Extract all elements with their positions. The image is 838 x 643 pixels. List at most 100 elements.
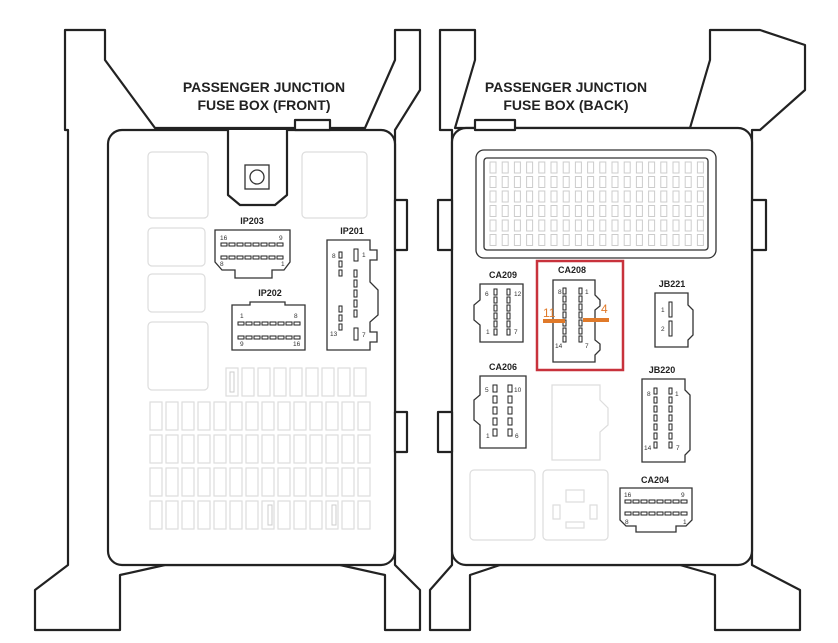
fuse-slot [321,367,335,397]
fuse-slot [181,401,195,431]
pin-label: 16 [624,492,632,499]
vent-slot [672,190,680,203]
pin-label: 9 [240,341,244,348]
vent-slot [660,176,668,188]
pin [269,335,277,340]
pin [276,242,284,247]
pin [507,395,513,404]
vent-slot [562,219,570,232]
vent-slot [648,161,656,174]
fuse-slot [197,401,211,431]
vent-slot [550,205,558,217]
connector-ca209[interactable]: CA209 6 12 1 7 [473,270,524,343]
pin-label: 6 [485,291,489,298]
vent-slot [513,176,521,188]
pin [353,309,358,318]
pin-label: 7 [676,445,680,452]
fuse-slot [309,434,323,464]
pin [578,319,583,327]
pin [672,511,680,516]
pin [237,321,245,326]
pin [562,311,567,319]
vent-slot [660,161,668,174]
fuse-pin [331,504,337,526]
vent-slot [635,234,643,246]
fuse-slot [357,401,371,431]
fuse-slot [165,467,179,497]
vent-slot [587,219,595,232]
fuse-slot [245,434,259,464]
vent-slot [599,190,607,203]
back-relay-slot [542,469,609,541]
vent-slot [587,205,595,217]
fuse-slot [229,500,243,530]
vent-slot [684,234,692,246]
relay-pin [565,489,585,503]
pin-label: 16 [220,235,228,242]
vent-slot [587,176,595,188]
connector-ip201[interactable]: IP201 8 1 13 7 [326,226,379,351]
fuse-slot [341,434,355,464]
pin [624,499,632,504]
pin [253,335,261,340]
vent-slot [648,219,656,232]
vent-slot [623,176,631,188]
vent-slot [599,219,607,232]
fuse-slot [181,434,195,464]
connector-ca206[interactable]: CA206 5 10 1 6 [473,362,527,449]
vent-slot [526,234,534,246]
vent-slot [599,234,607,246]
pin [252,242,260,247]
vent-slot [550,176,558,188]
fuse-slot [149,467,163,497]
connector-ip202[interactable]: IP202 1 8 9 16 [231,288,306,351]
pin [285,321,293,326]
pin-label: 1 [675,391,679,398]
pin-label: 9 [681,492,685,499]
pin [578,287,583,295]
fuse-slot [341,401,355,431]
connector-ca204[interactable]: CA204 16 9 8 1 [619,475,693,533]
vent-slot [611,219,619,232]
vent-slot [611,234,619,246]
connector-ip203[interactable]: IP203 16 9 8 1 [214,216,291,279]
pin [578,335,583,343]
pin [506,288,511,296]
pin [640,511,648,516]
vent-slot [562,176,570,188]
vent-slot [635,176,643,188]
callout-bar-4 [583,318,609,322]
fuse-slot [341,467,355,497]
front-side-tab [393,410,409,454]
vent-slot [550,190,558,203]
pin [268,242,276,247]
pin [236,242,244,247]
pin [338,305,343,313]
pin [668,414,673,422]
fuse-slot [197,467,211,497]
front-relay-slot [147,151,209,219]
pin-label: 8 [220,261,224,268]
vent-slot [538,161,546,174]
fuse-pin [267,504,273,526]
pin [507,384,513,393]
connector-jb221[interactable]: JB221 1 2 [654,279,694,348]
vent-slot [648,190,656,203]
vent-slot [501,176,509,188]
pin [260,242,268,247]
front-relay-slot [301,151,368,219]
fuse-slot [325,434,339,464]
vent-slot [672,234,680,246]
vent-slot [513,161,521,174]
connector-ca208[interactable]: CA208 8 1 14 7 11 4 [535,259,625,372]
pin [277,335,285,340]
fuse-slot [213,401,227,431]
vent-slot [696,190,704,203]
vent-slot [574,190,582,203]
fuse-slot [241,367,255,397]
pin [653,387,658,395]
fuse-slot [149,434,163,464]
connector-jb220[interactable]: JB220 8 1 14 7 [641,365,691,463]
pin [664,499,672,504]
pin [245,335,253,340]
